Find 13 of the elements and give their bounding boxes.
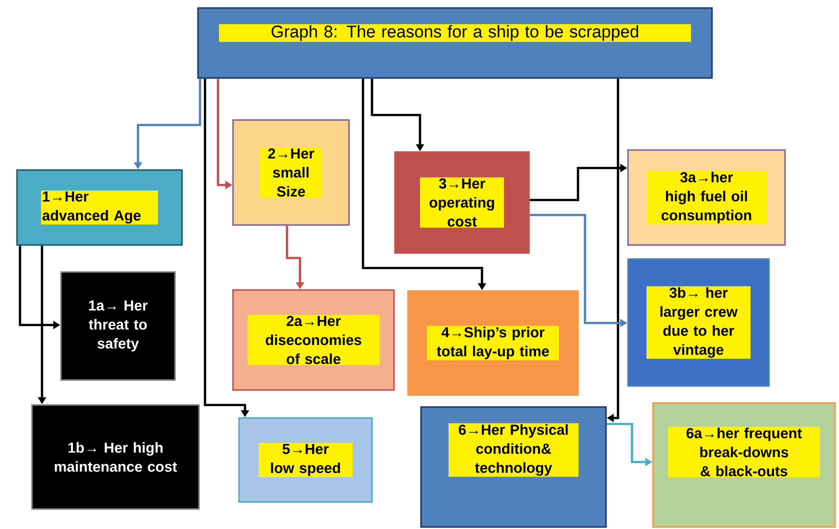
- reason-box: 3b→ her larger crew due to her vintage: [627, 258, 770, 387]
- reason-box: 4→Ship’s prior total lay-up time: [407, 290, 579, 396]
- reason-box: 2a→Her diseconomies of scale: [232, 289, 395, 391]
- reason-box: 3a→her high fuel oil consumption: [627, 149, 786, 246]
- reason-box: 3→Her operating cost: [394, 151, 530, 254]
- reason-box: 1→Her advanced Age: [16, 169, 183, 246]
- reason-box: 6a→her frequent break-downs & black-outs: [652, 402, 836, 528]
- reason-box: 1a→ Her threat to safety: [60, 271, 176, 381]
- title-box: Graph 8: The reasons for a ship to be scrapped: [197, 7, 713, 79]
- reason-box: 5→Her low speed: [238, 417, 373, 503]
- reason-box: 2→Her small Size: [232, 119, 350, 226]
- reason-box: 6→Her Physical condition& technology: [420, 406, 607, 528]
- reason-box: 1b→ Her high maintenance cost: [31, 404, 200, 510]
